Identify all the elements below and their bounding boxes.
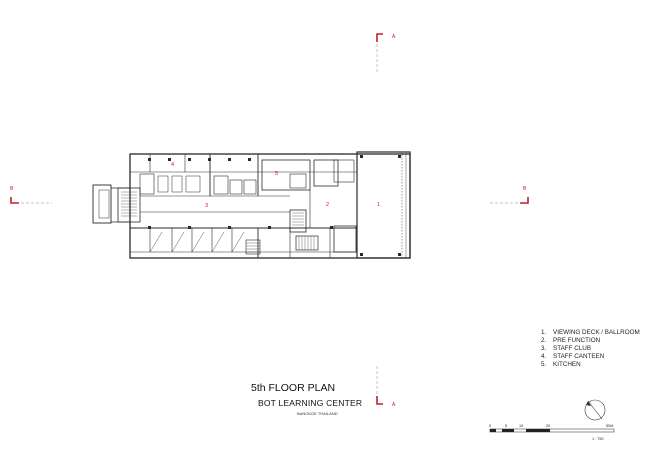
section-label-a-top: A [392, 34, 396, 40]
north-arrow-icon [584, 399, 606, 421]
room-legend: 1.VIEWING DECK / BALLROOM 2.PRE FUNCTION… [541, 329, 640, 369]
structural-columns [148, 155, 401, 256]
legend-item: 3.STAFF CLUB [541, 344, 592, 352]
legend-label: STAFF CANTEEN [553, 352, 605, 360]
legend-item: 4.STAFF CANTEEN [541, 352, 605, 360]
room-tag-2: 2 [326, 202, 329, 208]
room-tag-3: 3 [205, 203, 208, 209]
scale-tick-10: 10 [519, 424, 523, 428]
section-marker-b-left: B [10, 186, 52, 204]
plan-subtitle: BOT LEARNING CENTER [258, 398, 363, 408]
legend-item: 2.PRE FUNCTION [541, 336, 601, 344]
building-outline [92, 151, 411, 259]
room-tag-1: 1 [377, 202, 380, 208]
scale-ratio: 1 : 750 [592, 437, 604, 441]
legend-item: 1.VIEWING DECK / BALLROOM [541, 329, 640, 336]
scale-tick-20: 20 [546, 424, 550, 428]
scale-tick-0: 0 [489, 424, 491, 428]
scale-tick-50: 50M [606, 424, 613, 428]
scale-tick-5: 5 [505, 424, 507, 428]
room-tags: 1 2 3 4 5 [171, 162, 380, 209]
legend-label: KITCHEN [553, 360, 581, 368]
section-marker-a-top: A [376, 33, 396, 72]
section-label-b-right: B [523, 186, 527, 192]
section-label-b-left: B [10, 186, 14, 192]
section-marker-b-right: B [490, 186, 529, 204]
legend-label: STAFF CLUB [553, 344, 592, 352]
scale-bar: 0 5 10 20 50M 1 : 750 [489, 424, 615, 441]
legend-label: VIEWING DECK / BALLROOM [553, 329, 640, 336]
section-marker-a-bottom: A [376, 366, 396, 408]
legend-label: PRE FUNCTION [553, 336, 601, 344]
section-label-a-bottom: A [392, 402, 396, 408]
legend-item: 5.KITCHEN [541, 360, 581, 368]
room-tag-5: 5 [275, 171, 278, 177]
plan-location: BANGKOK THAILAND [297, 411, 338, 416]
room-tag-4: 4 [171, 162, 174, 168]
plan-title: 5th FLOOR PLAN [251, 382, 336, 394]
